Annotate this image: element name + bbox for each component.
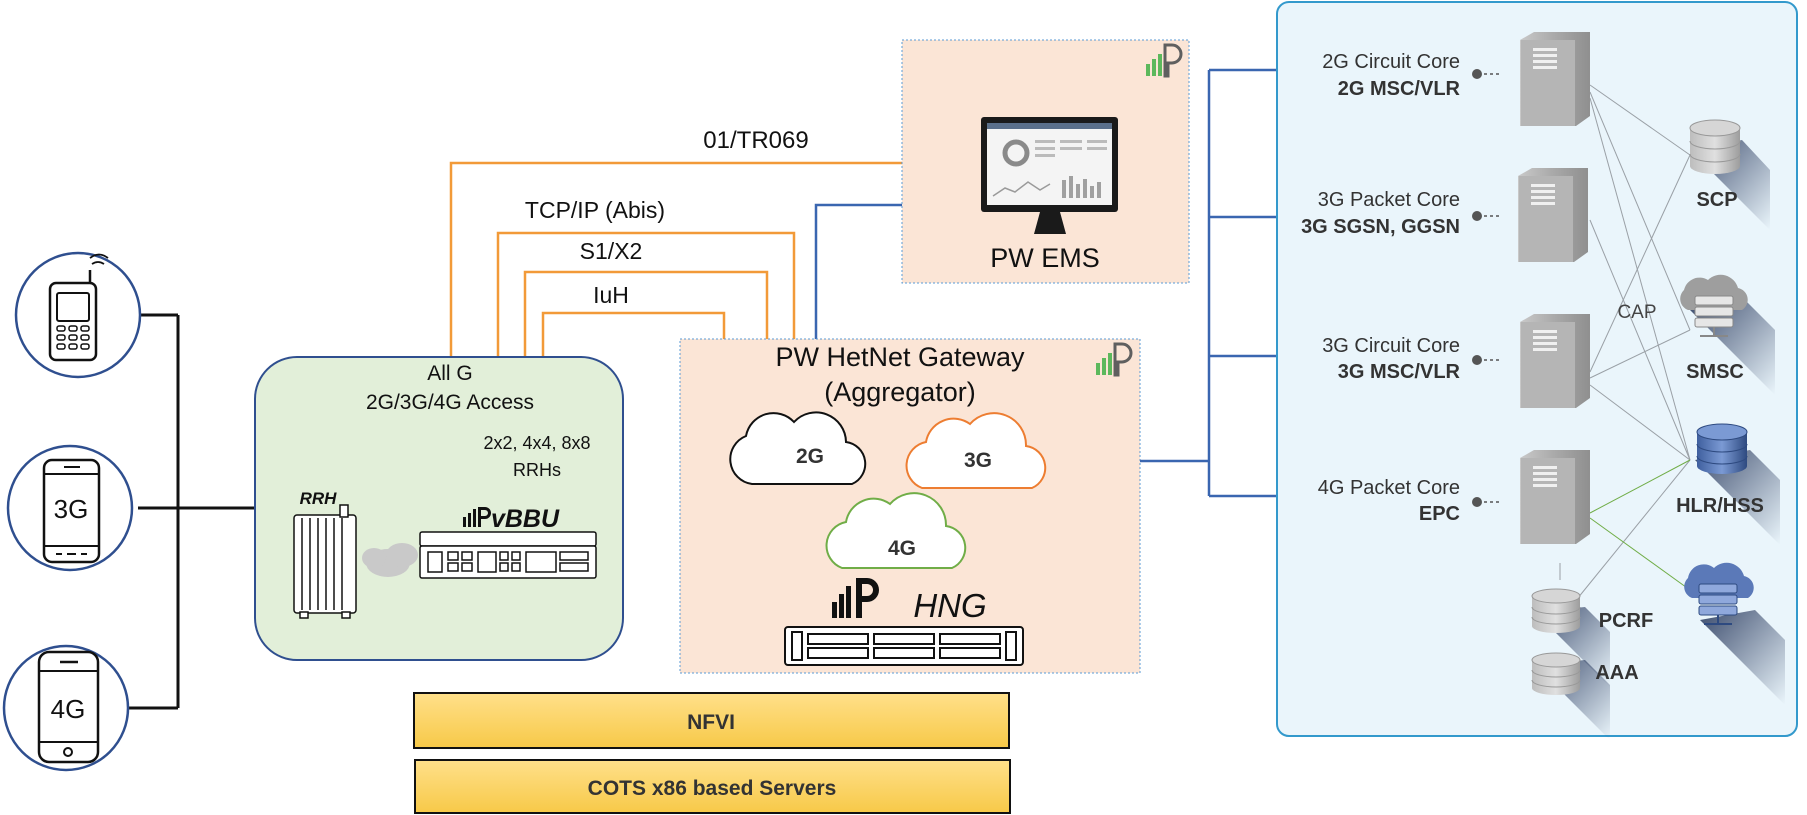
rrh-config-line2: RRHs <box>513 460 561 480</box>
ems-title: PW EMS <box>990 243 1100 273</box>
pcrf-label: PCRF <box>1599 610 1653 632</box>
core-title: 3G Circuit Core <box>1322 335 1460 357</box>
device-3g-label: 3G <box>54 494 89 524</box>
cloud-4g-icon: 4G <box>825 492 967 569</box>
smartphone-3g-device: 3G <box>6 444 134 572</box>
cloud-server-icon <box>1684 562 1785 705</box>
smartphone-4g-device: 4G <box>2 644 130 772</box>
cloud-3g-icon: 3G <box>905 412 1047 489</box>
s1x2-link <box>523 270 769 357</box>
hng-title-line2: (Aggregator) <box>824 377 976 407</box>
cloud-2g-icon: 2G <box>729 411 867 485</box>
access-title-line2: 2G/3G/4G Access <box>366 391 534 414</box>
core-title: 2G Circuit Core <box>1322 51 1460 73</box>
core-name: 3G SGSN, GGSN <box>1301 216 1460 238</box>
infra-stack: NFVI COTS x86 based Servers <box>413 692 1011 814</box>
scp-database-icon <box>1689 119 1770 230</box>
server-tower-icon <box>1520 450 1590 544</box>
cloud-connector-icon <box>362 543 418 577</box>
access-box: All G 2G/3G/4G Access 2x2, 4x4, 8x8 RRHs… <box>254 356 624 661</box>
core-entry-3g-packet: 3G Packet Core 3G SGSN, GGSN <box>1301 168 1588 262</box>
server-tower-icon <box>1518 168 1588 262</box>
pw-logo-icon <box>832 578 879 618</box>
tr069-label: 01/TR069 <box>703 127 808 154</box>
pw-logo-icon <box>1146 43 1183 78</box>
interface-links <box>449 161 902 357</box>
cloud-3g-label: 3G <box>964 449 992 472</box>
hng-server-icon <box>784 626 1024 666</box>
rrh-config-line1: 2x2, 4x4, 8x8 <box>483 433 590 453</box>
rrh-label: RRH <box>300 489 338 508</box>
core-bus-lines <box>1140 68 1277 498</box>
abis-link <box>496 231 796 357</box>
server-tower-icon <box>1520 314 1590 408</box>
s1x2-label: S1/X2 <box>580 238 643 264</box>
core-title: 3G Packet Core <box>1318 189 1460 211</box>
cap-label: CAP <box>1617 302 1656 323</box>
iuh-link <box>541 311 726 357</box>
cloud-2g-label: 2G <box>796 445 824 468</box>
vbbu-server-icon <box>419 531 597 579</box>
access-title-line1: All G <box>427 362 473 385</box>
link-labels: 01/TR069 TCP/IP (Abis) S1/X2 IuH <box>525 127 809 308</box>
hlr-hss-label: HLR/HSS <box>1676 495 1764 517</box>
tr069-link <box>449 161 902 357</box>
smsc-label: SMSC <box>1686 361 1744 383</box>
core-network-box: CAP 2G Circuit Core 2G MSC/VLR 3G Packet… <box>1276 1 1798 740</box>
signal-icon <box>89 253 109 265</box>
core-entry-2g-circuit: 2G Circuit Core 2G MSC/VLR <box>1322 32 1590 126</box>
keypad-icon <box>56 325 90 350</box>
core-name: 2G MSC/VLR <box>1338 78 1461 100</box>
core-green-lines <box>1589 459 1691 591</box>
cloud-4g-label: 4G <box>888 537 916 560</box>
vbbu-label: vBBU <box>491 505 560 533</box>
scp-label: SCP <box>1696 189 1737 211</box>
pw-logo-icon <box>1096 342 1133 377</box>
hlr-hss-database-icon <box>1695 423 1780 545</box>
monitor-icon <box>981 117 1118 234</box>
ems-gateway-link <box>814 203 902 339</box>
hng-product-label: HNG <box>913 587 986 624</box>
iuh-label: IuH <box>593 282 629 308</box>
server-tower-icon <box>1520 32 1590 126</box>
aaa-label: AAA <box>1595 662 1638 684</box>
devices-group: 3G 4G <box>2 251 255 772</box>
core-name: EPC <box>1419 503 1460 525</box>
core-name: 3G MSC/VLR <box>1338 361 1461 383</box>
rrh-radio-icon <box>293 504 357 619</box>
cots-label: COTS x86 based Servers <box>588 777 837 800</box>
core-entry-4g-packet: 4G Packet Core EPC <box>1318 450 1590 544</box>
device-4g-label: 4G <box>51 694 86 724</box>
ems-box: PW EMS <box>901 39 1190 284</box>
feature-phone-device <box>14 251 142 379</box>
hng-title-line1: PW HetNet Gateway <box>775 342 1025 372</box>
aaa-database-icon <box>1531 652 1610 740</box>
pw-logo-icon <box>463 507 491 527</box>
core-entry-3g-circuit: 3G Circuit Core 3G MSC/VLR <box>1322 314 1590 408</box>
abis-label: TCP/IP (Abis) <box>525 197 665 223</box>
device-bus-lines <box>128 313 255 710</box>
nfvi-label: NFVI <box>687 711 735 734</box>
core-interconnect-lines <box>1559 84 1691 621</box>
core-title: 4G Packet Core <box>1318 477 1460 499</box>
smsc-cloud-server-icon <box>1680 274 1775 395</box>
hng-box: PW HetNet Gateway (Aggregator) 2G 3G 4G … <box>679 338 1141 674</box>
